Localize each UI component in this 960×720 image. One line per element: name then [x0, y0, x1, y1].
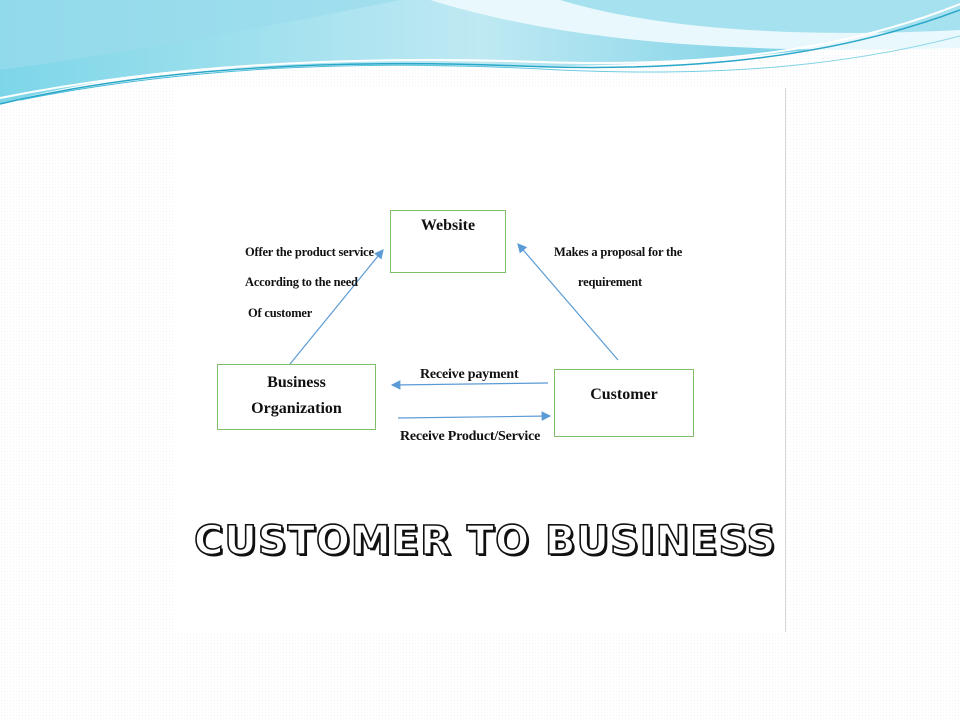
wave-header-decoration — [0, 0, 960, 105]
arrow-customer-to-business — [390, 380, 549, 390]
node-customer-label: Customer — [590, 386, 658, 403]
content-panel: Website Business Organization Customer O… — [174, 88, 786, 632]
edge-label-proposal-line2: requirement — [578, 275, 642, 289]
node-business-label-line1: Business — [267, 374, 326, 391]
node-website: Website — [390, 210, 506, 273]
slide-title: Customer to Business — [193, 517, 777, 565]
arrow-business-to-website — [289, 249, 384, 365]
node-website-label: Website — [420, 217, 476, 234]
edge-label-receive-product: Receive Product/Service — [400, 429, 541, 444]
arrow-customer-to-website — [517, 243, 619, 361]
edge-label-offer-line2: According to the need — [245, 275, 358, 289]
edge-label-offer-line1: Offer the product service — [245, 245, 374, 259]
node-business-label-line2: Organization — [251, 400, 342, 417]
edge-label-proposal-line1: Makes a proposal for the — [554, 245, 683, 259]
arrow-business-to-customer — [397, 411, 552, 421]
node-customer: Customer — [554, 369, 694, 437]
edge-label-receive-payment: Receive payment — [420, 367, 519, 382]
edge-label-offer-line3: Of customer — [248, 306, 313, 320]
diagram-arrows — [289, 243, 619, 421]
node-business-organization: Business Organization — [217, 364, 376, 430]
